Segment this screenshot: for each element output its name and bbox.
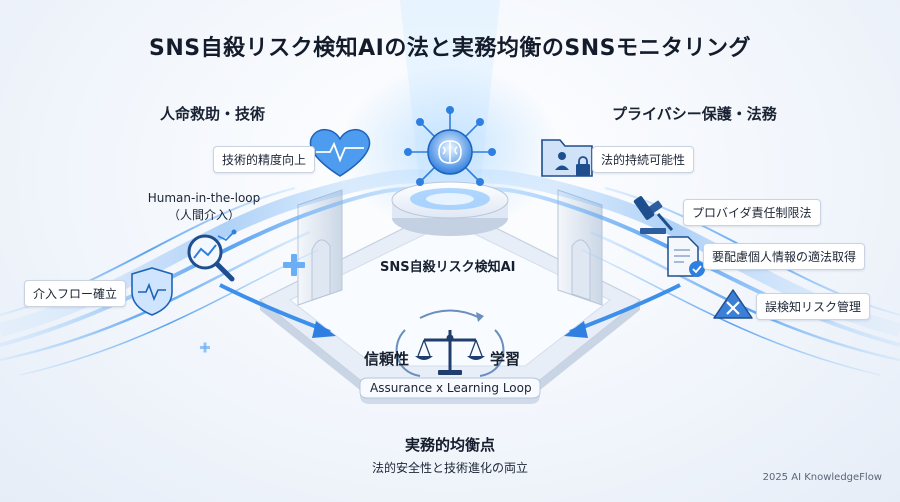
balance-title: 実務的均衡点 bbox=[404, 436, 495, 454]
right-arrow-head bbox=[564, 321, 588, 338]
label-provider-liability: プロバイダ責任制限法 bbox=[683, 199, 821, 226]
label-technical-accuracy: 技術的精度向上 bbox=[213, 146, 316, 173]
brain-network-icon bbox=[404, 106, 496, 186]
label-false-positive: 誤検知リスク管理 bbox=[756, 293, 871, 320]
left-heading: 人命救助・技術 bbox=[160, 105, 266, 123]
right-pillar bbox=[557, 189, 603, 306]
label-human-in-the-loop-line1: Human-in-the-loop bbox=[147, 191, 261, 205]
hub-platform bbox=[391, 181, 509, 236]
document-check-icon bbox=[667, 236, 705, 277]
warning-x-icon bbox=[713, 289, 753, 319]
magnifier-chart-icon bbox=[187, 229, 237, 282]
label-human-in-the-loop: Human-in-the-loop （人間介入） bbox=[129, 190, 279, 224]
right-heading: プライバシー保護・法務 bbox=[612, 105, 777, 123]
scale-icon bbox=[415, 330, 485, 375]
label-sensitive-data: 要配慮個人情報の適法取得 bbox=[703, 243, 866, 270]
left-pillar bbox=[297, 189, 343, 306]
scale-right-word: 学習 bbox=[490, 350, 521, 368]
shield-pulse-icon bbox=[131, 267, 173, 316]
footer-credit: 2025 AI KnowledgeFlow bbox=[762, 472, 882, 483]
scale-left-word: 信頼性 bbox=[364, 350, 410, 368]
gavel-icon bbox=[633, 196, 674, 234]
loop-label: Assurance x Learning Loop bbox=[370, 381, 532, 395]
page-title: SNS自殺リスク検知AIの法と実務均衡のSNSモニタリング bbox=[149, 36, 751, 61]
left-arrow-head bbox=[312, 321, 336, 338]
plus-decor-icon bbox=[200, 254, 305, 353]
label-legal-sustainability: 法的持続可能性 bbox=[592, 146, 695, 173]
balance-subtitle: 法的安全性と技術進化の両立 bbox=[371, 461, 528, 475]
hub-label: SNS自殺リスク検知AI bbox=[380, 260, 516, 275]
folder-lock-icon bbox=[541, 139, 593, 177]
label-human-in-the-loop-line2: （人間介入） bbox=[167, 208, 240, 222]
scale-base bbox=[359, 309, 541, 404]
platform bbox=[258, 204, 642, 390]
label-intervention-flow: 介入フロー確立 bbox=[24, 280, 127, 307]
